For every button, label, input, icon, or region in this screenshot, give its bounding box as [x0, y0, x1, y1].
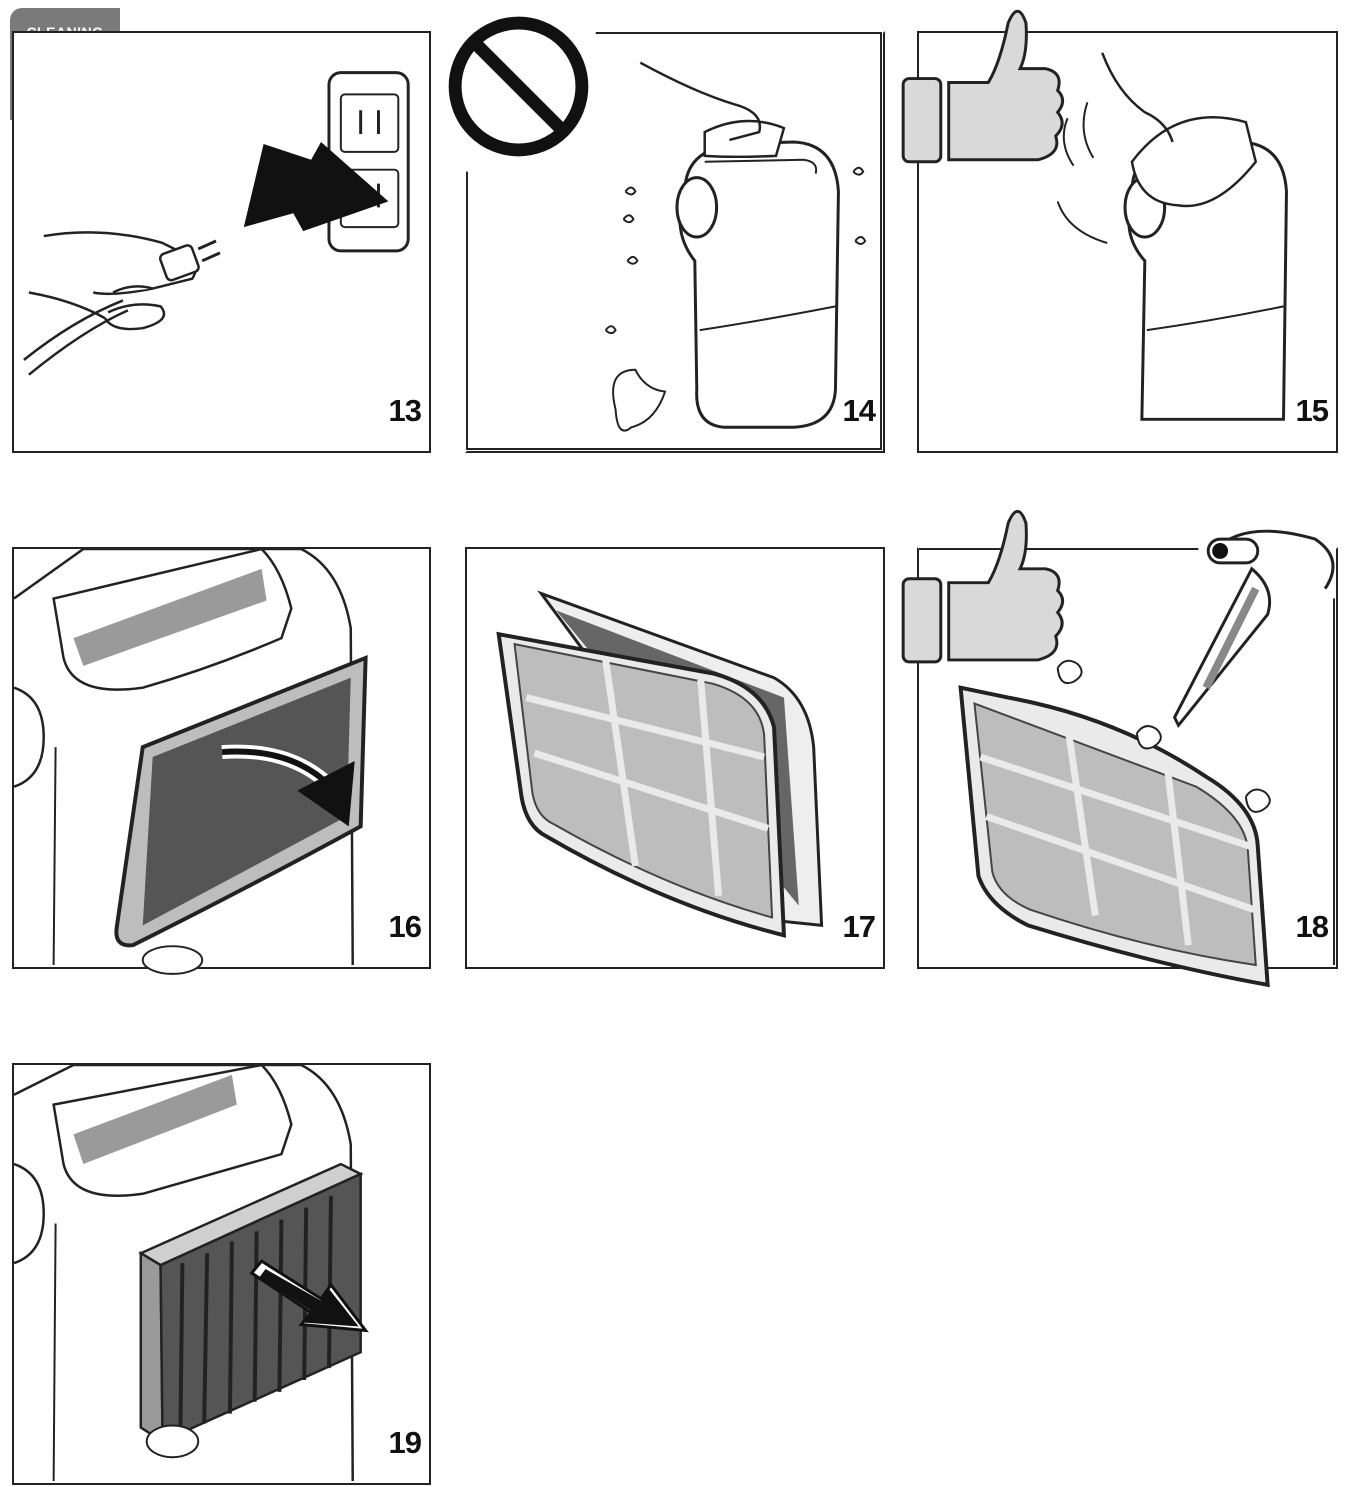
remove-rear-filter-icon: [13, 1063, 369, 1482]
step-17-number: 17: [842, 909, 876, 944]
remove-front-filter-icon: [13, 547, 368, 975]
unplug-power-icon: [23, 71, 410, 376]
step-14-panel: 14: [448, 16, 885, 453]
dry-cloth-ok-icon: [901, 9, 1288, 421]
step-18-number: 18: [1295, 909, 1329, 944]
step-15-number: 15: [1295, 393, 1329, 428]
step-16-number: 16: [388, 909, 422, 944]
step-18-panel: 18: [901, 509, 1338, 988]
step-16-panel: 16: [12, 547, 431, 975]
vacuum-filter-ok-icon: [901, 509, 1336, 988]
step-13-panel: 13: [12, 31, 431, 453]
separate-filters-icon: [496, 590, 824, 938]
step-19-number: 19: [388, 1425, 422, 1460]
step-15-panel: 15: [901, 9, 1338, 453]
step-19-panel: 19: [12, 1063, 431, 1485]
step-17-panel: 17: [465, 547, 885, 969]
no-wet-cloth-icon: [448, 16, 883, 450]
step-13-number: 13: [388, 393, 422, 428]
step-14-number: 14: [842, 393, 876, 428]
